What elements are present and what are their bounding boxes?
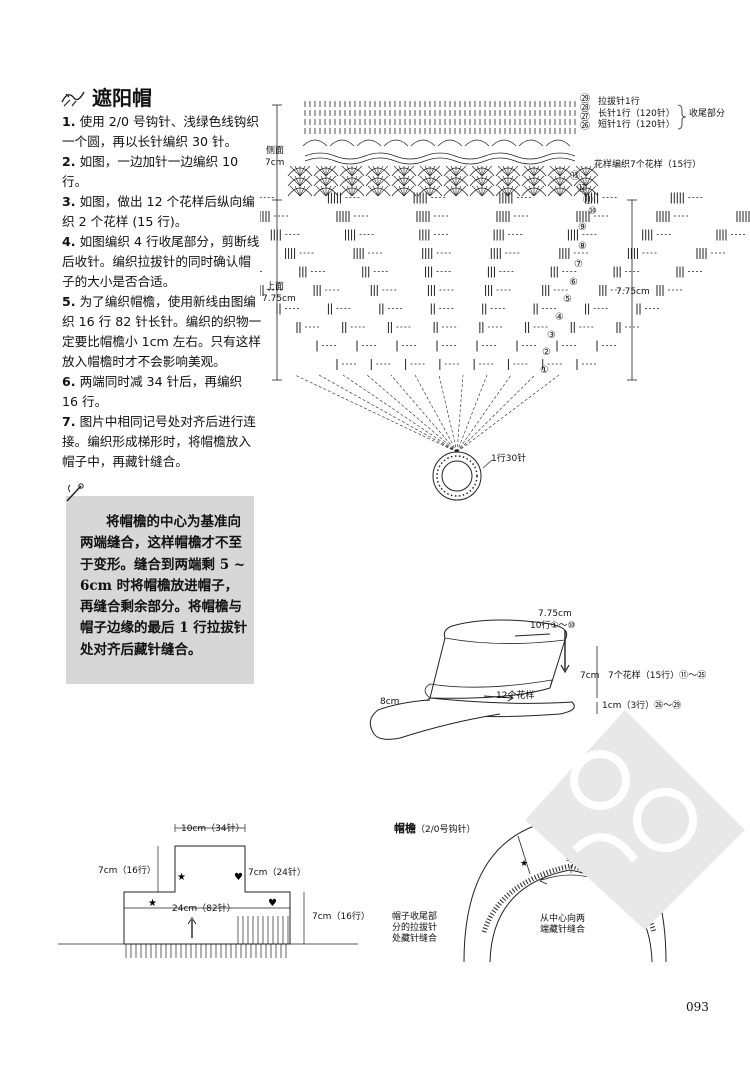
row-marker: ㉙ bbox=[580, 94, 590, 105]
step-4: 4. 如图编织 4 行收尾部分，剪断线后收针。编织拉拔针的同时确认帽子的大小是否… bbox=[62, 234, 260, 289]
step-5: 5. 为了编织帽檐，使用新线由图编织 16 行 82 针长针。编织的织物一定要比… bbox=[62, 294, 262, 369]
flourish-icon bbox=[61, 91, 85, 106]
svg-text:★: ★ bbox=[177, 872, 186, 883]
hat-patterns: 12个花样 bbox=[496, 691, 535, 701]
row-marker: ⑧ bbox=[578, 241, 587, 252]
finish-label: 收尾部分 bbox=[689, 109, 726, 119]
row-marker: ⑨ bbox=[578, 222, 587, 233]
ring-label: 1行30针 bbox=[491, 454, 527, 464]
hat-side-rows: 7个花样（15行）⑪～㉕ bbox=[608, 671, 707, 681]
hat-illustration bbox=[369, 619, 598, 740]
brim-piece-diagram: ★ ♥ ★ ♥ bbox=[58, 824, 358, 958]
svg-text:★: ★ bbox=[520, 859, 528, 869]
side-label: 侧面 bbox=[266, 146, 285, 156]
svg-text:♥: ♥ bbox=[268, 898, 277, 909]
row-marker: ⑤ bbox=[563, 294, 572, 305]
row-marker: ⑥ bbox=[569, 277, 578, 288]
page-number: 093 bbox=[686, 1000, 709, 1014]
brim-upper-height: 7cm（16行） bbox=[98, 866, 156, 876]
stitch-rows bbox=[260, 101, 750, 453]
title-text: 遮阳帽 bbox=[92, 86, 152, 110]
row-marker: ① bbox=[540, 365, 549, 376]
step-6: 6. 两端同时减 34 针后，再编织 16 行。 bbox=[62, 374, 243, 409]
publisher-watermark bbox=[525, 710, 745, 930]
hat-band: 1cm（3行）㉖～㉙ bbox=[602, 701, 682, 711]
row-marker: ㉖ bbox=[580, 121, 590, 132]
row-marker: ㉗ bbox=[580, 112, 590, 123]
needle-icon bbox=[66, 483, 84, 502]
top-label: 上面 bbox=[266, 282, 285, 292]
brim-join-title: 帽檐（2/0号钩针） bbox=[394, 822, 476, 835]
row-marker: ⑬ bbox=[570, 171, 580, 182]
legend: 拉拔针1行 长针1行（120针） 短针1行（120针） bbox=[598, 97, 675, 130]
row-marker: ② bbox=[542, 347, 551, 358]
tip-text: 将帽檐的中心为基准向两端缝合，这样帽檐才不至于变形。缝合到两端剩 5 ~ 6cm… bbox=[80, 514, 248, 658]
instructions: 1. 使用 2/0 号钩针、浅绿色线钩织一个圆，再以长针编织 30 针。 2. 如… bbox=[62, 112, 262, 472]
brim-lower-height: 7cm（16行） bbox=[312, 912, 370, 922]
crochet-chart bbox=[260, 101, 750, 501]
hat-side-size: 7cm bbox=[580, 671, 600, 681]
hat-top-size: 7.75cm bbox=[538, 609, 572, 619]
svg-text:♥: ♥ bbox=[234, 872, 243, 883]
page-title: 遮阳帽 bbox=[60, 82, 152, 111]
row-marker: ⑦ bbox=[574, 259, 583, 270]
brim-step: 7cm（24针） bbox=[248, 868, 306, 878]
row-marker: ⑫ bbox=[577, 183, 587, 194]
step-2: 2. 如图，一边加针一边编织 10 行。 bbox=[62, 154, 239, 189]
step-1: 1. 使用 2/0 号钩针、浅绿色线钩织一个圆，再以长针编织 30 针。 bbox=[62, 114, 259, 149]
right-note: 从中心向两端藏针缝合 bbox=[540, 914, 586, 935]
row-marker: ⑪ bbox=[583, 195, 593, 206]
row-marker: ④ bbox=[555, 312, 564, 323]
step-3: 3. 如图，做出 12 个花样后纵向编织 2 个花样 (15 行)。 bbox=[62, 194, 255, 229]
hat-brim: 8cm bbox=[380, 697, 400, 707]
svg-text:★: ★ bbox=[148, 898, 157, 909]
legend-brace bbox=[677, 104, 687, 130]
right-size: 7.75cm bbox=[616, 287, 650, 297]
side-size: 7cm bbox=[265, 158, 285, 168]
brim-top-width: 10cm（34针） bbox=[181, 824, 245, 834]
tip-box: 将帽檐的中心为基准向两端缝合，这样帽檐才不至于变形。缝合到两端剩 5 ~ 6cm… bbox=[66, 483, 254, 684]
row-marker: ⑩ bbox=[588, 206, 597, 217]
step-7: 7. 图片中相同记号处对齐后进行连接。编织形成梯形时，将帽檐放入帽子中，再藏针缝… bbox=[62, 414, 256, 469]
row-marker: ㉘ bbox=[580, 103, 590, 114]
top-size: 7.75cm bbox=[262, 294, 296, 304]
left-note: 帽子收尾部分的拉拔针处藏针缝合 bbox=[392, 912, 438, 944]
pattern-label: 花样编织7个花样（15行） bbox=[594, 160, 702, 170]
row-marker: ③ bbox=[547, 330, 556, 341]
hat-top-rows: 10行①～⑩ bbox=[530, 621, 576, 631]
brim-bottom-width: 24cm（82针） bbox=[172, 904, 236, 914]
